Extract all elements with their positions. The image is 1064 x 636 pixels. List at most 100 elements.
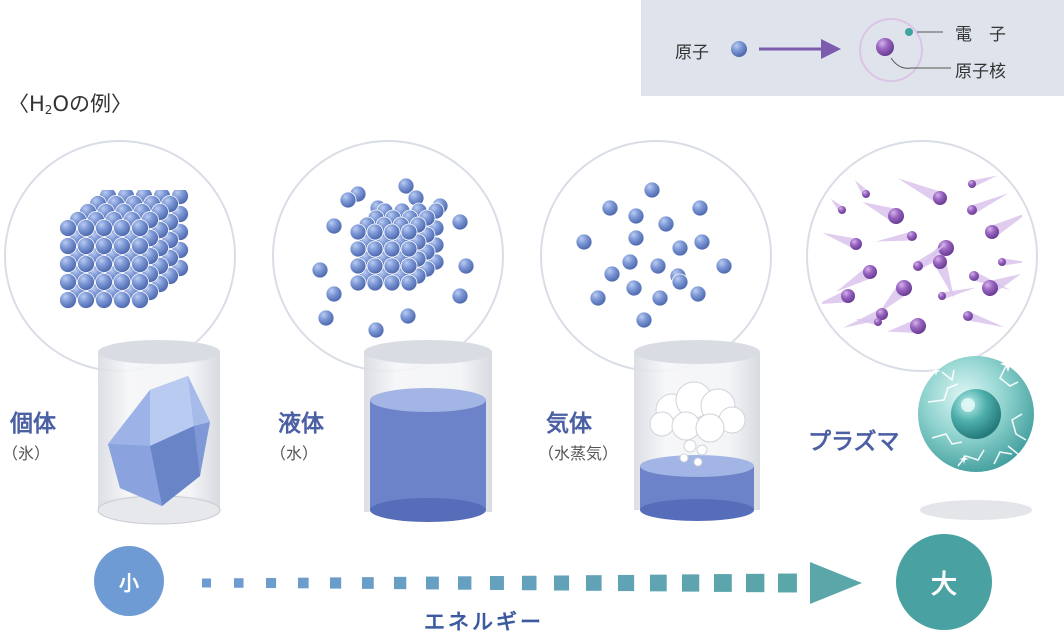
liquid-atom — [366, 223, 384, 241]
gas-atom — [589, 289, 607, 307]
solid-atom — [95, 255, 113, 273]
liquid-atom — [400, 257, 418, 275]
liquid-atom — [325, 285, 343, 303]
plasma-sphere-icon — [918, 356, 1034, 520]
legend-nucleus-label: 原子核 — [955, 62, 1006, 82]
energy-label: エネルギー — [424, 610, 544, 634]
liquid-atom — [349, 257, 367, 275]
gas-atom — [671, 273, 689, 291]
solid-atom — [131, 291, 149, 309]
liquid-atom — [311, 261, 329, 279]
plasma-atom — [969, 271, 979, 281]
title-bracket-open: 〈 — [8, 92, 29, 116]
liquid-atom — [383, 223, 401, 241]
plasma-atom — [933, 191, 947, 205]
plasma-atom — [938, 292, 946, 300]
liquid-atom — [366, 257, 384, 275]
liquid-atom — [366, 274, 384, 292]
gas-atom — [671, 239, 689, 257]
liquid-atom — [383, 274, 401, 292]
energy-arrow-dot — [746, 573, 765, 593]
solid-atom — [77, 273, 95, 291]
energy-arrow-dot — [522, 575, 537, 591]
plasma-trail — [875, 231, 913, 242]
gas-atom — [657, 215, 675, 233]
energy-arrow-dot — [362, 577, 374, 589]
energy-arrow-icon — [202, 562, 862, 604]
state-sub-solid: （氷） — [2, 444, 51, 463]
solid-atom — [59, 237, 77, 255]
solid-atom — [77, 255, 95, 273]
legend-electron-label: 電 子 — [955, 25, 1006, 45]
energy-arrow-dot — [650, 574, 667, 592]
energy-large-circle: 大 — [896, 534, 992, 630]
legend-atom-icon — [731, 41, 747, 57]
liquid-atom — [397, 177, 415, 195]
solid-atom — [131, 237, 149, 255]
solid-atom — [95, 219, 113, 237]
energy-arrow-dot — [394, 576, 407, 590]
liquid-atom — [399, 307, 417, 325]
gas-atom — [635, 311, 653, 329]
gas-atom — [689, 285, 707, 303]
state-label-solid: 個体 — [10, 411, 56, 437]
title-formula-subscript: 2 — [44, 103, 53, 117]
energy-arrow-dot — [266, 577, 277, 589]
gas-atom — [627, 207, 645, 225]
solid-atom — [113, 255, 131, 273]
liquid-atom — [383, 240, 401, 258]
plasma-atom — [968, 180, 976, 188]
ice-crystal-icon — [108, 376, 210, 506]
plasma-trail — [842, 308, 884, 328]
solid-atom — [59, 219, 77, 237]
plasma-trail — [966, 311, 1005, 328]
title-formula-h: H — [29, 92, 45, 116]
liquid-atom — [400, 240, 418, 258]
plasma-atom — [862, 190, 870, 198]
plasma-atom — [913, 261, 923, 271]
liquid-atom — [457, 257, 475, 275]
plasma-trail — [934, 259, 954, 299]
title-formula-rest: Oの例 — [52, 92, 111, 116]
plasma-atom — [933, 255, 947, 269]
gas-atoms — [575, 181, 733, 329]
liquid-atom — [317, 309, 335, 327]
liquid-atom — [349, 223, 367, 241]
energy-arrow-dot — [714, 574, 732, 592]
gas-atom — [627, 229, 645, 247]
gas-atom — [691, 199, 709, 217]
liquid-atom — [349, 274, 367, 292]
legend-panel: 原子 電 子 原子核 — [641, 0, 1064, 96]
plasma-atom — [850, 238, 862, 250]
title-bracket-close: 〉 — [110, 92, 132, 116]
energy-arrow-dot — [586, 575, 602, 591]
legend-atom-label: 原子 — [675, 43, 709, 63]
plasma-trail — [1002, 258, 1022, 266]
solid-atom — [113, 219, 131, 237]
liquid-atom — [451, 287, 469, 305]
energy-arrow-dot — [618, 574, 635, 592]
liquid-atom — [339, 191, 357, 209]
plasma-trail — [941, 287, 976, 300]
h2o-example-title: 〈H2Oの例〉 — [8, 88, 132, 118]
legend-atom-structure-icon — [859, 18, 951, 82]
plasma-atom — [876, 308, 888, 320]
liquid-atom — [366, 240, 384, 258]
liquid-atom — [349, 240, 367, 258]
energy-arrow-dot — [330, 577, 342, 589]
plasma-atom — [874, 318, 882, 326]
solid-atom — [95, 291, 113, 309]
gas-atom — [601, 199, 619, 217]
solid-atom — [113, 237, 131, 255]
gas-atom — [643, 181, 661, 199]
gas-atom — [693, 233, 711, 251]
gas-container — [634, 340, 760, 521]
gas-atom — [649, 257, 667, 275]
gas-atom — [625, 279, 643, 297]
plasma-atom — [888, 208, 904, 224]
plasma-atom — [910, 318, 926, 334]
gas-atom — [715, 257, 733, 275]
solid-atom — [59, 291, 77, 309]
energy-arrow-head — [810, 562, 862, 604]
energy-arrow-dot — [778, 573, 797, 593]
